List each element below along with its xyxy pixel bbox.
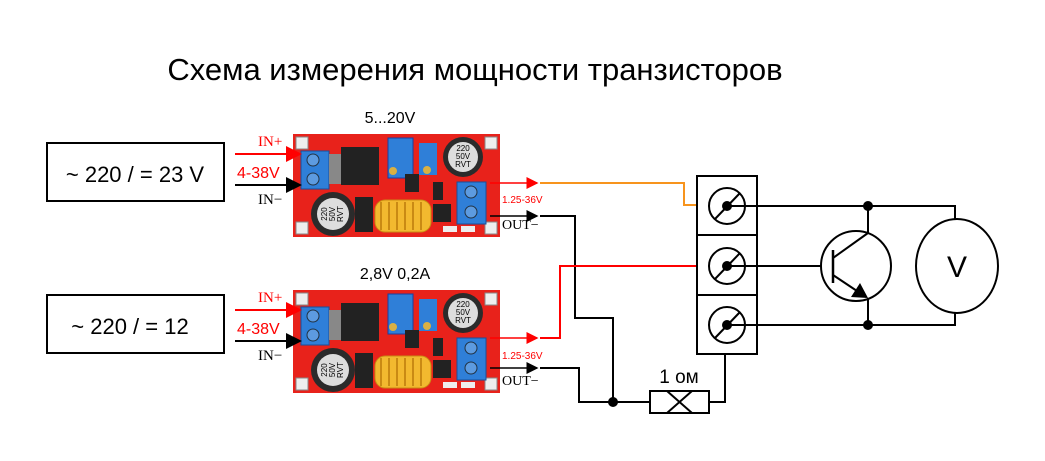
out-range-label: 1.25-36V [502, 351, 543, 362]
out-range-label: 1.25-36V [502, 195, 543, 206]
capacitor-top-label: 220 50V RVT [455, 144, 471, 169]
cap-text-brand: RVT [455, 316, 471, 325]
collector-wire [540, 182, 697, 206]
cap-text-220: 220 [456, 300, 470, 309]
module-range-1: 5...20V [365, 110, 416, 127]
supply-label-2: ~ 220 / = 12 [71, 314, 188, 339]
capacitor-bottom-label: 220 50V RVT [320, 206, 345, 222]
cap-text-voltage: 50V [456, 308, 471, 317]
ground-wire-2 [540, 367, 650, 403]
converter-module-1: 5...20V 220 50V RVT 220 50V RVT IN+ 4-38… [235, 110, 543, 238]
cap-text-voltage: 50V [328, 362, 337, 377]
npn-transistor-icon [820, 206, 892, 325]
in-minus-label: IN− [258, 348, 282, 364]
supply-box-2: ~ 220 / = 12 [46, 294, 225, 354]
cap-text-voltage: 50V [328, 206, 337, 221]
in-range-label: 4-38V [237, 321, 280, 338]
cap-text-brand: RVT [336, 362, 345, 378]
capacitor-top-label: 220 50V RVT [455, 300, 471, 325]
out-minus-label: OUT− [502, 374, 539, 389]
out-minus-label: OUT− [502, 218, 539, 233]
cap-text-voltage: 50V [456, 152, 471, 161]
base-wire [540, 265, 697, 339]
cap-text-220: 220 [456, 144, 470, 153]
cap-text-220: 220 [320, 207, 329, 221]
in-plus-label: IN+ [258, 290, 282, 306]
in-minus-label: IN− [258, 192, 282, 208]
junction-dot [608, 397, 618, 407]
cap-text-220: 220 [320, 363, 329, 377]
resistor: 1 ом [649, 367, 710, 414]
supply-label-1: ~ 220 / = 23 V [66, 162, 205, 187]
in-range-label: 4-38V [237, 165, 280, 182]
cap-text-brand: RVT [336, 206, 345, 222]
resistor-label: 1 ом [659, 367, 698, 388]
in-plus-label: IN+ [258, 134, 282, 150]
voltmeter: V [915, 218, 999, 314]
cap-text-brand: RVT [455, 160, 471, 169]
diagram-title: Схема измерения мощности транзисторов [167, 52, 782, 87]
ground-wire-1 [540, 215, 614, 402]
voltmeter-label: V [947, 251, 967, 284]
module-range-2: 2,8V 0,2A [360, 266, 431, 283]
supply-box-1: ~ 220 / = 23 V [46, 142, 225, 202]
capacitor-bottom-label: 220 50V RVT [320, 362, 345, 378]
converter-module-2: 2,8V 0,2A 220 50V RVT 220 50V RVT IN+ 4-… [235, 266, 543, 394]
